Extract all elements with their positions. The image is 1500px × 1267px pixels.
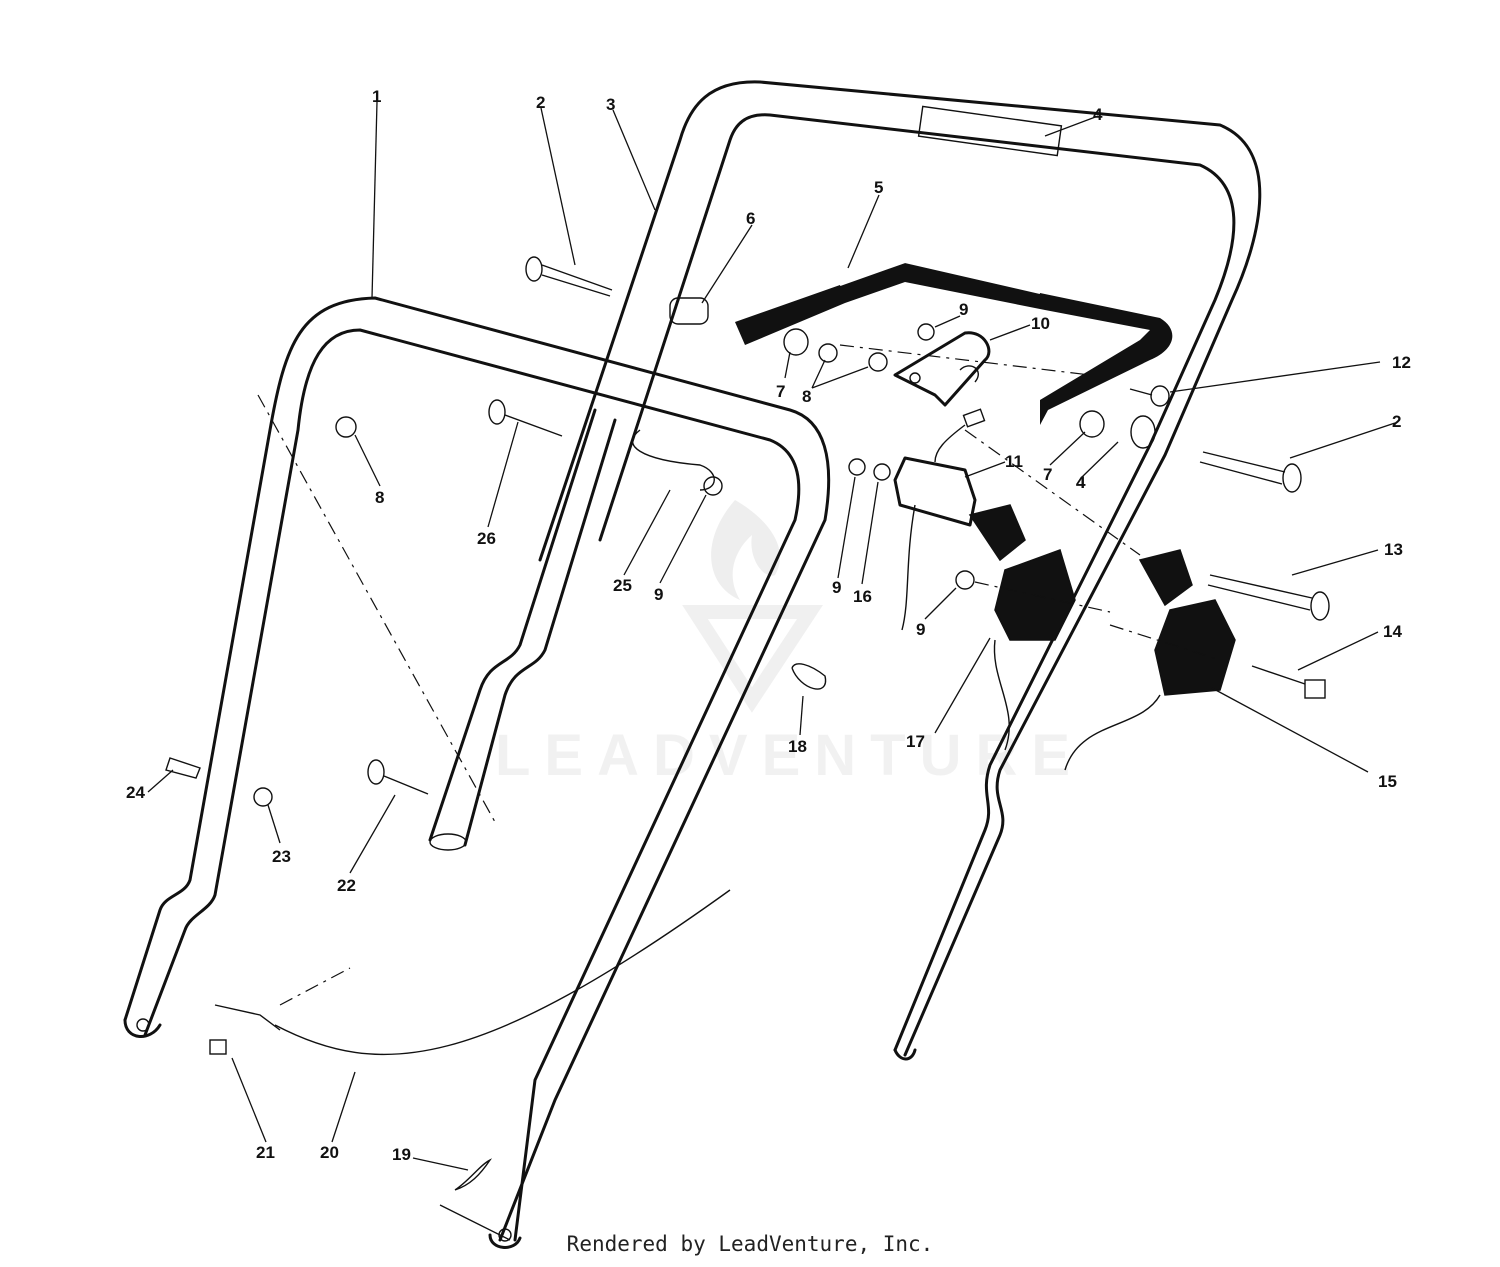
throttle-control-right: [1064, 549, 1236, 771]
callout-label: 7: [776, 382, 785, 401]
bracket: [893, 331, 991, 407]
callout-label: 6: [746, 209, 755, 228]
callout-label: 2: [536, 93, 545, 112]
callout-label: 9: [654, 585, 663, 604]
callout-label: 13: [1384, 540, 1403, 559]
callout-label: 11: [1005, 452, 1023, 471]
callout-label: 20: [320, 1143, 339, 1162]
callout-label: 8: [375, 488, 384, 507]
callout-label: 9: [959, 300, 968, 319]
callout-label: 5: [874, 178, 883, 197]
callout-label: 12: [1392, 353, 1411, 372]
callout-label: 1: [372, 87, 381, 106]
lower-handle: [123, 296, 831, 1249]
watermark-wordmark: LEADVENTURE: [495, 723, 1084, 788]
callout-label: 24: [126, 783, 145, 802]
hardware: [165, 256, 1330, 1191]
control-bail: [735, 260, 1173, 425]
upper-handle: [538, 80, 1262, 1061]
callout-label: 21: [256, 1143, 275, 1162]
callout-label: 16: [853, 587, 872, 606]
callout-label: 9: [832, 578, 841, 597]
callout-label: 22: [337, 876, 356, 895]
callout-label: 4: [1093, 105, 1103, 124]
callout-label: 2: [1392, 412, 1401, 431]
callout-label: 14: [1383, 622, 1402, 641]
callout-label: 17: [906, 732, 925, 751]
switch-block: [893, 408, 986, 631]
callout-label: 19: [392, 1145, 411, 1164]
callout-label: 10: [1031, 314, 1050, 333]
callout-label: 26: [477, 529, 496, 548]
callout-label: 18: [788, 737, 807, 756]
callout-label: 4: [1076, 473, 1086, 492]
render-credit: Rendered by LeadVenture, Inc.: [566, 1232, 934, 1256]
callout-label: 3: [606, 95, 615, 114]
callout-label: 23: [272, 847, 291, 866]
callout-label: 4: [1076, 473, 1086, 492]
callout-label: 8: [802, 387, 811, 406]
callout-label: 9: [916, 620, 925, 639]
callout-label: 25: [613, 576, 632, 595]
callout-label: 15: [1378, 772, 1397, 791]
throttle-control-left: [968, 504, 1076, 751]
leaders: [147, 101, 1396, 1241]
callouts: 1 2 3 4 5 6 4 9 10 7 8 12 2 7 4 8 26 25 …: [126, 87, 1411, 1164]
callout-label: 7: [1043, 465, 1052, 484]
